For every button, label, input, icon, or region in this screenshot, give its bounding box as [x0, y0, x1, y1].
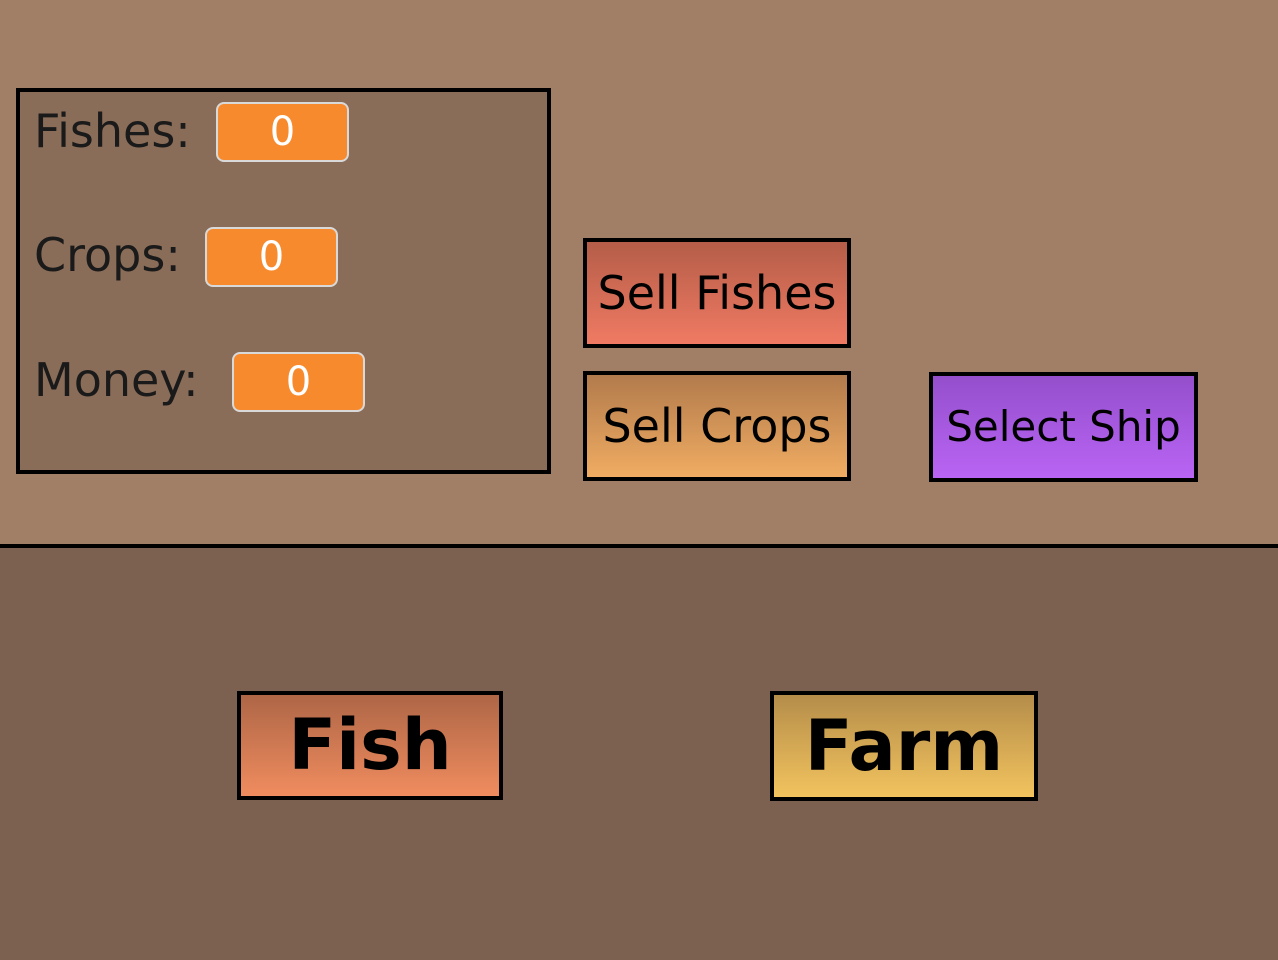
sell-fishes-button[interactable]: Sell Fishes [583, 238, 851, 348]
money-counter: 0 [232, 352, 365, 412]
area-divider [0, 544, 1278, 548]
crops-label: Crops: [34, 228, 181, 282]
fishes-counter: 0 [216, 102, 349, 162]
crops-counter: 0 [205, 227, 338, 287]
fishes-label: Fishes: [34, 104, 191, 158]
sell-crops-button[interactable]: Sell Crops [583, 371, 851, 481]
select-ship-button[interactable]: Select Ship [929, 372, 1198, 482]
work-area [0, 548, 1278, 960]
farm-button[interactable]: Farm [770, 691, 1038, 801]
money-label: Money: [34, 353, 199, 407]
fish-button[interactable]: Fish [237, 691, 503, 800]
stats-panel: Fishes: 0 Crops: 0 Money: 0 [16, 88, 551, 474]
